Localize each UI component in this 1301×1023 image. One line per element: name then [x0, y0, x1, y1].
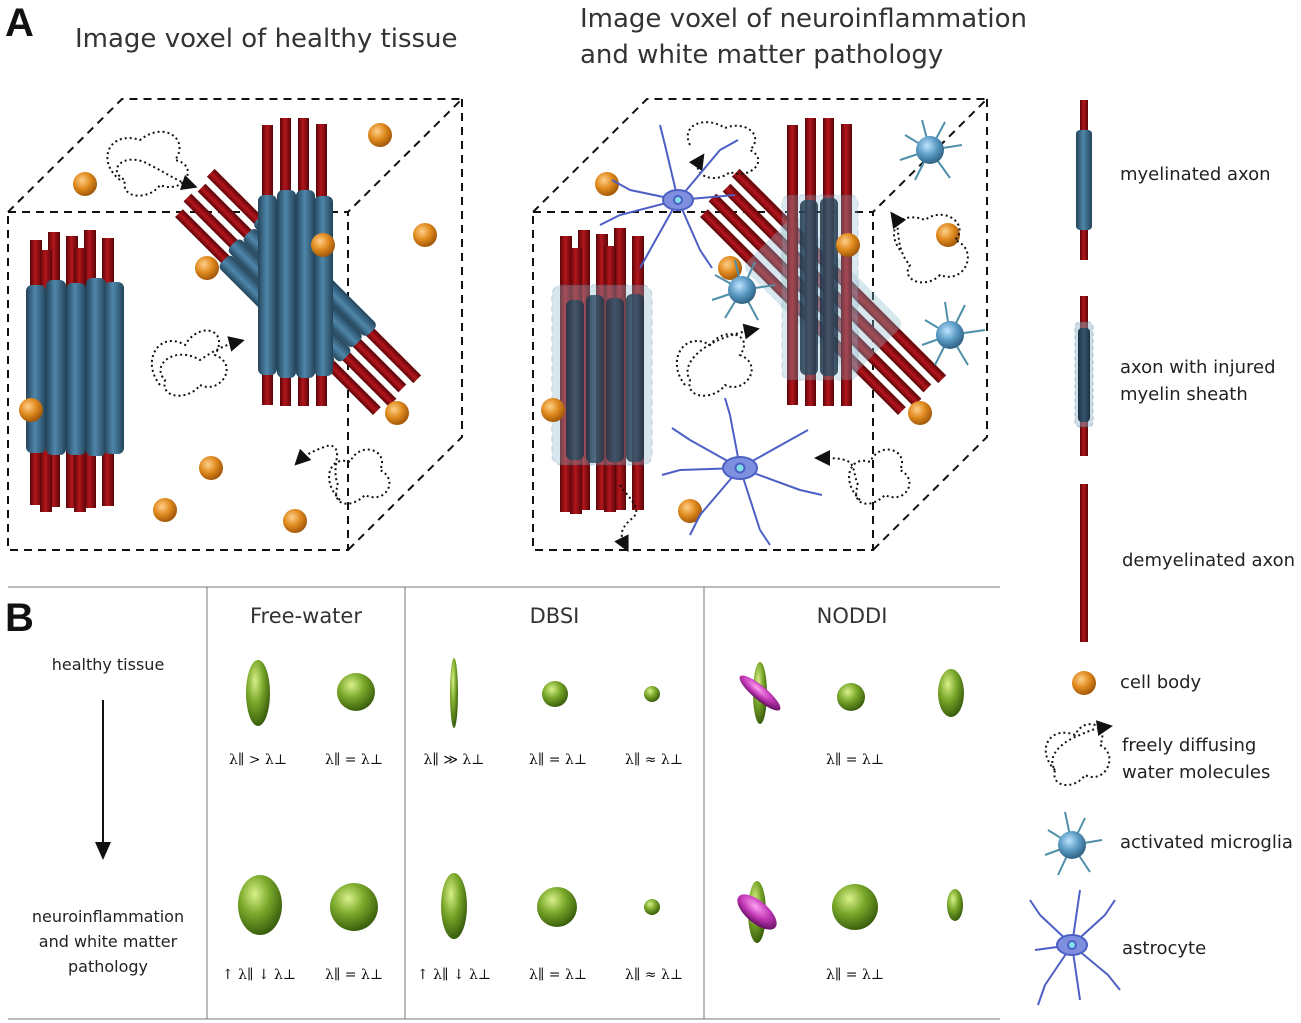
healthy-water-trajectories — [106, 130, 391, 505]
pathology-water-trajectories — [614, 121, 969, 553]
microglia-middle — [711, 259, 776, 321]
legend-myelinated-axon-icon — [1076, 100, 1092, 260]
pathology-cell-bodies — [541, 172, 960, 523]
formula-dbsi-pathology-2: λ∥ = λ⊥ — [528, 967, 587, 983]
tensor-noddi-pathology-1 — [737, 881, 777, 943]
legend-cell-body-icon — [1072, 671, 1096, 695]
pathology-axon-bundle-vertical — [551, 228, 653, 514]
formula-dbsi-pathology-3: λ∥ ≈ λ⊥ — [624, 967, 683, 983]
tensor-dbsi-healthy-3 — [644, 686, 660, 702]
tensor-dbsi-pathology-1 — [441, 873, 467, 939]
legend-label-cell-body: cell body — [1120, 672, 1202, 693]
tensor-dbsi-healthy-1 — [450, 658, 458, 728]
tensor-noddi-healthy-3 — [938, 669, 964, 717]
row-label-pathology-line2: and white matter — [38, 932, 178, 951]
pathology-voxel-title-line2: and white matter pathology — [580, 40, 944, 70]
legend-injured-axon-icon — [1074, 296, 1094, 456]
panel-a-letter: A — [5, 1, 34, 45]
column-header-free-water: Free-water — [250, 604, 362, 628]
tensor-dbsi-pathology-3 — [644, 899, 660, 915]
tensor-freewater-healthy-1 — [246, 660, 270, 726]
pathology-voxel-title-line1: Image voxel of neuroinflammation — [580, 4, 1027, 34]
astrocyte-lower — [661, 397, 823, 546]
legend-demyelinated-axon-icon — [1080, 484, 1088, 642]
panel-b-letter: B — [5, 596, 34, 640]
microglia-top-right — [899, 119, 963, 181]
legend-label-demyelinated-axon: demyelinated axon — [1122, 550, 1296, 571]
tensor-freewater-pathology-2 — [330, 883, 378, 931]
formula-dbsi-healthy-3: λ∥ ≈ λ⊥ — [624, 752, 683, 768]
legend-label-water-line1: freely diffusing — [1122, 735, 1257, 756]
healthy-voxel-title: Image voxel of healthy tissue — [75, 24, 458, 54]
formula-freewater-healthy-1: λ∥ > λ⊥ — [228, 752, 287, 768]
legend-label-astrocyte: astrocyte — [1122, 938, 1207, 959]
legend-label-microglia: activated microglia — [1120, 832, 1293, 853]
tensor-noddi-pathology-3 — [947, 889, 963, 921]
healthy-cell-bodies — [19, 123, 437, 533]
formula-dbsi-healthy-2: λ∥ = λ⊥ — [528, 752, 587, 768]
healthy-axon-bundle-crossing — [175, 118, 422, 415]
legend-water-icon — [1044, 720, 1113, 786]
healthy-to-pathology-arrow — [95, 700, 111, 860]
legend-astrocyte-icon — [1029, 889, 1121, 1006]
legend-label-myelinated-axon: myelinated axon — [1120, 164, 1271, 185]
tensor-dbsi-healthy-2 — [542, 681, 568, 707]
tensor-noddi-healthy-2 — [837, 683, 865, 711]
tensor-freewater-healthy-2 — [337, 673, 375, 711]
microglia-right — [921, 301, 986, 366]
tensor-freewater-pathology-1 — [238, 875, 282, 935]
row-label-pathology-line3: pathology — [67, 957, 149, 976]
healthy-axon-bundle-vertical — [26, 230, 124, 512]
legend-label-injured-axon-line1: axon with injured — [1120, 357, 1276, 378]
formula-freewater-pathology-2: λ∥ = λ⊥ — [324, 967, 383, 983]
legend-label-water-line2: water molecules — [1122, 762, 1271, 783]
column-header-dbsi: DBSI — [529, 604, 580, 628]
legend-microglia-icon — [1044, 811, 1103, 876]
formula-freewater-pathology-1: ↑ λ∥ ↓ λ⊥ — [221, 967, 297, 983]
formula-dbsi-healthy-1: λ∥ ≫ λ⊥ — [423, 752, 485, 768]
legend-label-injured-axon-line2: myelin sheath — [1120, 384, 1248, 405]
formula-dbsi-pathology-1: ↑ λ∥ ↓ λ⊥ — [416, 967, 492, 983]
panel-b-table-lines — [8, 586, 1000, 1020]
formula-noddi-healthy: λ∥ = λ⊥ — [825, 752, 884, 768]
row-label-pathology-line1: neuroinflammation — [31, 907, 185, 926]
tensor-noddi-pathology-2 — [832, 884, 878, 930]
row-label-healthy: healthy tissue — [51, 655, 165, 674]
formula-noddi-pathology: λ∥ = λ⊥ — [825, 967, 884, 983]
pathology-axon-bundle-crossing — [700, 118, 947, 415]
formula-freewater-healthy-2: λ∥ = λ⊥ — [324, 752, 383, 768]
column-header-noddi: NODDI — [816, 604, 888, 628]
tensor-dbsi-pathology-2 — [537, 887, 577, 927]
astrocyte-upper — [599, 124, 739, 269]
tensor-noddi-healthy-1 — [739, 662, 781, 724]
